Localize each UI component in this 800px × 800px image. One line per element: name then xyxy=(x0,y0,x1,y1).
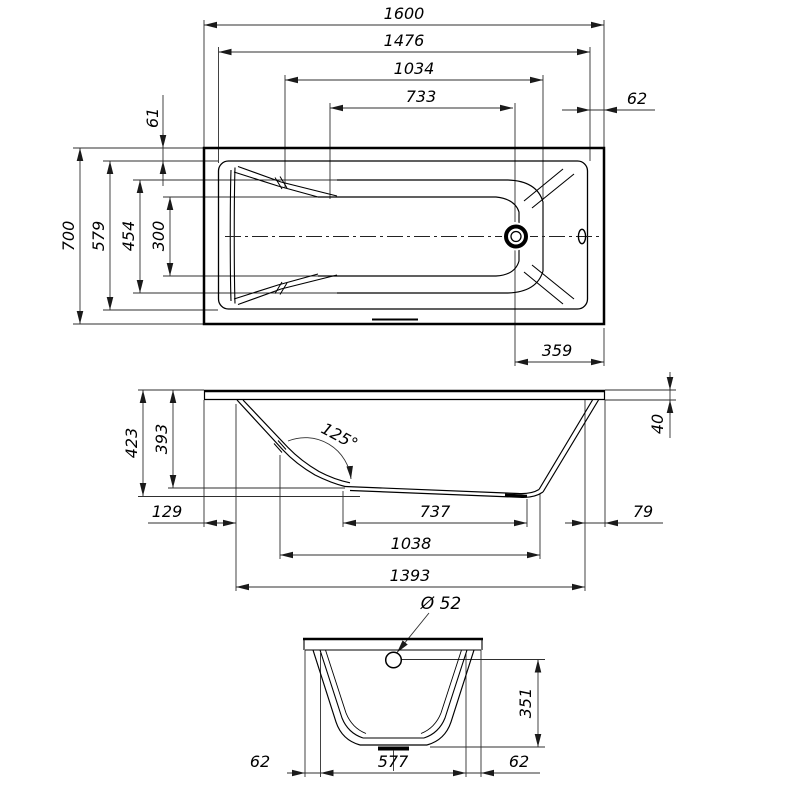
dim-side-rim-height: 40 xyxy=(648,414,667,434)
plan-dimension-lines xyxy=(76,21,655,366)
dim-plan-mid-length: 1034 xyxy=(394,59,435,78)
dim-side-inner-depth: 393 xyxy=(152,424,171,455)
side-tub-profile xyxy=(203,389,606,499)
dim-side-floor-length: 737 xyxy=(420,502,451,521)
dim-side-left-offset: 129 xyxy=(152,502,183,521)
dim-plan-overall-width: 700 xyxy=(59,221,78,252)
end-dimension-lines xyxy=(287,612,542,777)
side-extension-lines xyxy=(138,389,676,591)
dim-side-inner-length: 1393 xyxy=(390,566,431,585)
dim-end-left-offset: 62 xyxy=(250,752,270,771)
dim-end-drain-depth: 351 xyxy=(516,688,535,719)
dim-side-right-offset: 79 xyxy=(633,502,653,521)
dim-side-backrest-angle: 125° xyxy=(318,419,361,454)
drain-ring xyxy=(504,224,528,249)
dim-side-overall-height: 423 xyxy=(122,428,141,459)
dim-side-floor-full-length: 1038 xyxy=(391,534,432,553)
side-dimension-lines xyxy=(139,372,674,591)
end-extension-lines xyxy=(304,650,545,777)
dim-plan-rim-offset-top: 61 xyxy=(143,108,162,128)
dim-plan-rim-length: 1476 xyxy=(384,31,425,50)
drain-inner xyxy=(510,230,522,243)
dim-end-drain-diameter: Ø 52 xyxy=(420,594,461,614)
dim-plan-drain-offset: 359 xyxy=(542,341,573,360)
overflow-hole xyxy=(577,228,587,245)
side-view: 423 393 125° 40 129 737 79 1038 1393 xyxy=(122,372,676,591)
plan-extension-lines xyxy=(73,20,605,366)
dim-end-right-offset: 62 xyxy=(509,752,529,771)
dim-plan-bottom-length: 733 xyxy=(406,87,437,106)
end-tub-section xyxy=(303,637,483,771)
plan-tub-outline xyxy=(202,146,606,326)
dim-plan-mid-width: 454 xyxy=(119,221,138,252)
drain-hole xyxy=(384,651,403,669)
end-view: Ø 52 351 62 577 62 xyxy=(250,594,545,777)
dim-plan-rim-width: 579 xyxy=(89,221,108,252)
plan-view: 1600 1476 1034 733 62 61 700 579 454 300… xyxy=(59,4,655,366)
dim-plan-rim-offset-right: 62 xyxy=(627,89,647,108)
dim-end-floor-width: 577 xyxy=(378,752,409,771)
dim-plan-overall-length: 1600 xyxy=(384,4,425,23)
dim-plan-bottom-width: 300 xyxy=(149,221,168,252)
